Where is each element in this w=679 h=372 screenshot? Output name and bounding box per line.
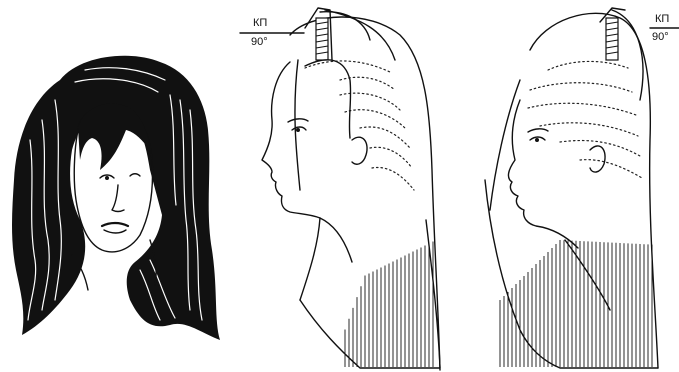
center-comb — [316, 18, 328, 60]
right-hair-hatching — [500, 240, 652, 367]
center-label-angle: 90° — [251, 36, 268, 48]
front-nose — [112, 185, 124, 212]
center-hair-fall-outline — [300, 220, 440, 368]
front-pupil — [105, 176, 109, 180]
center-face-profile — [262, 62, 352, 262]
front-portrait-figure — [12, 56, 220, 340]
right-label-kp: КП — [655, 13, 669, 25]
center-profile-figure: КП 90° — [240, 8, 440, 370]
right-profile-figure: КП 90° — [485, 8, 679, 368]
right-face-profile — [508, 100, 578, 248]
front-mouth — [102, 223, 128, 226]
center-label-kp: КП — [253, 17, 267, 29]
center-ear — [352, 137, 367, 164]
center-hair-hatching — [345, 242, 433, 368]
right-comb — [606, 18, 618, 60]
right-hair-outline — [530, 13, 658, 368]
right-label-angle: 90° — [652, 31, 669, 43]
right-ear — [590, 146, 605, 172]
